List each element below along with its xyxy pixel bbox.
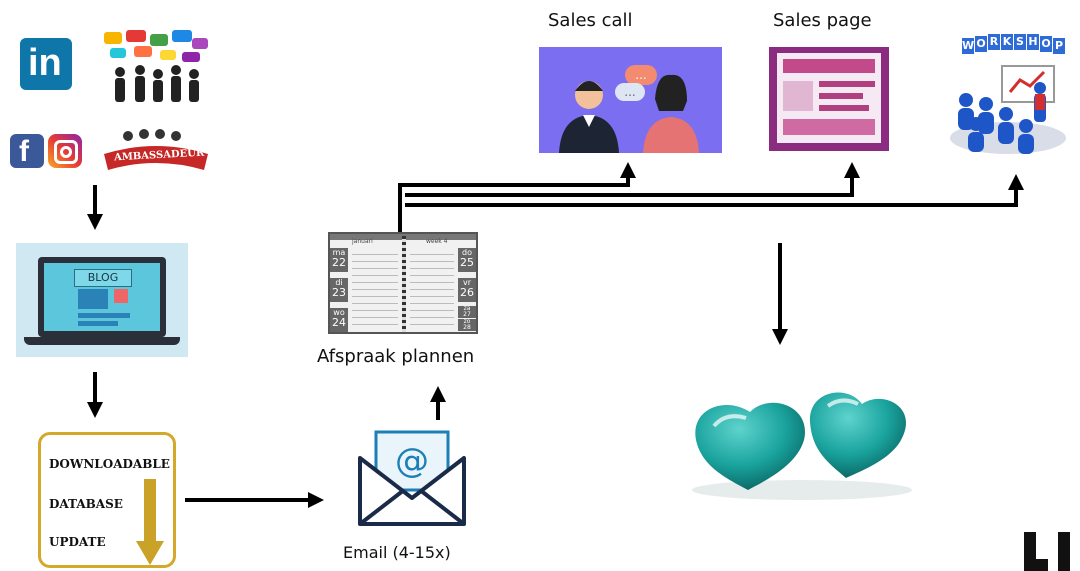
workshop-letter-5: S: [1014, 34, 1026, 50]
partial-logo-mark: [1024, 532, 1076, 571]
planner-left-day3-num: 24: [332, 316, 346, 329]
blog-title: BLOG: [74, 269, 132, 287]
planner-right-day2-abbr: vr: [462, 278, 472, 287]
instagram-icon: [48, 134, 82, 168]
workshop-letter-6: H: [1027, 34, 1039, 50]
planner-left-header: januari: [352, 238, 373, 245]
sales-page-image: [769, 47, 889, 151]
email-envelope-icon: @: [358, 430, 466, 526]
sales-page-label: Sales page: [773, 10, 872, 31]
svg-text:...: ...: [635, 68, 646, 82]
planner-left-day2-abbr: di: [335, 278, 343, 287]
facebook-icon: f: [10, 134, 44, 168]
workshop-image: W O R K S H O P: [948, 28, 1070, 158]
planner-left-day2-num: 23: [332, 286, 346, 299]
workshop-banner: W O R K S H O P: [962, 34, 1066, 54]
linkedin-icon: in: [20, 38, 72, 90]
arrow-planner-branch-2: [405, 162, 860, 197]
ambassadeur-logo: AMBASSADEUR: [100, 128, 212, 174]
email-label: Email (4-15x): [343, 543, 451, 562]
downloadable-line3: UPDATE: [49, 535, 106, 549]
blog-laptop-image: BLOG: [16, 243, 188, 357]
sales-call-image: ... ...: [539, 47, 722, 153]
afspraak-label: Afspraak plannen: [317, 346, 475, 367]
gold-down-arrow-icon: [136, 479, 164, 565]
svg-text:...: ...: [624, 85, 635, 99]
arrow-planner-branch-3: [405, 174, 1024, 207]
downloadable-box: DOWNLOADABLE DATABASE UPDATE: [38, 432, 176, 568]
planner-image: januari week 4 ma 22 di 23 wo 24 do 25 v…: [328, 232, 478, 334]
workshop-letter-8: P: [1053, 38, 1065, 54]
teal-hearts-image: [692, 392, 912, 500]
planner-left-day3-abbr: wo: [333, 308, 345, 317]
planner-right-day1-num: 25: [460, 256, 474, 269]
planner-right-header: week 4: [426, 238, 448, 245]
planner-right-day4-abbr: zo: [463, 318, 471, 325]
linkedin-text: in: [28, 42, 62, 84]
workshop-letter-4: K: [1001, 34, 1013, 50]
planner-right-day1-abbr: do: [462, 248, 472, 257]
planner-right-day4-num: 28: [463, 324, 471, 331]
downloadable-line2: DATABASE: [49, 497, 123, 511]
planner-right-day3-num: 27: [463, 311, 471, 318]
workshop-letter-1: W: [962, 38, 975, 54]
workshop-letter-2: O: [975, 36, 987, 52]
svg-text:@: @: [395, 441, 429, 481]
workshop-letter-7: O: [1040, 36, 1052, 52]
sales-call-label: Sales call: [548, 10, 633, 31]
downloadable-line1: DOWNLOADABLE: [49, 457, 170, 471]
crowd-speech-bubbles-icon: [104, 30, 208, 102]
arrow-planner-branch-1: [398, 162, 636, 232]
planner-right-day2-num: 26: [460, 286, 474, 299]
planner-left-day1-num: 22: [332, 256, 346, 269]
workshop-letter-3: R: [988, 34, 1000, 50]
planner-left-day1-abbr: ma: [332, 248, 346, 257]
planner-right-day3-abbr: za: [463, 305, 471, 312]
